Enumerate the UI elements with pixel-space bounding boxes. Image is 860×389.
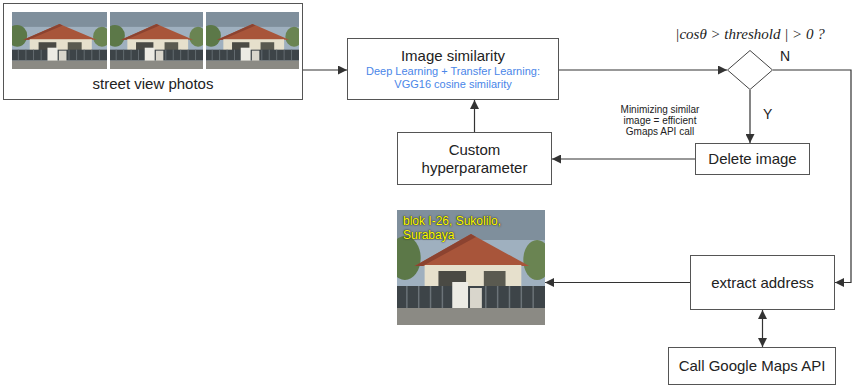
branch-label: N bbox=[779, 48, 791, 64]
diamond-outline bbox=[727, 50, 773, 90]
box-label: street view photos bbox=[93, 75, 214, 93]
input-box: street view photos bbox=[3, 3, 303, 100]
process-box: Delete image bbox=[695, 143, 810, 175]
process-box: Custom hyperparameter bbox=[397, 132, 552, 185]
decision-diamond: |cosθ > threshold | > 0 ? bbox=[727, 50, 773, 90]
street-photo bbox=[105, 12, 207, 69]
condition-text: |cosθ > threshold | > 0 ? bbox=[675, 25, 824, 43]
process-box: Image similarityDeep Learning + Transfer… bbox=[347, 38, 559, 100]
flow-arrow bbox=[773, 70, 851, 283]
street-photo bbox=[201, 12, 303, 69]
flow-arrow bbox=[474, 100, 475, 132]
address-overlay: blok I-26, Sukolilo, Surabaya bbox=[403, 214, 513, 242]
flow-arrow bbox=[545, 282, 690, 283]
box-label: Image similarity bbox=[401, 47, 505, 65]
box-label: extract address bbox=[711, 274, 814, 292]
result-photo bbox=[389, 210, 551, 325]
flow-arrow bbox=[552, 158, 695, 159]
api-box: Call Google Maps API bbox=[668, 347, 836, 385]
flow-arrow bbox=[762, 310, 763, 347]
flow-arrow bbox=[749, 90, 750, 143]
box-label: Delete image bbox=[708, 150, 796, 168]
branch-label: Y bbox=[762, 106, 773, 122]
side-note: Minimizing similar image = efficient Gma… bbox=[612, 104, 708, 137]
flow-arrow bbox=[559, 69, 727, 70]
box-label: Call Google Maps API bbox=[679, 357, 826, 375]
street-photo bbox=[7, 12, 111, 69]
flow-arrow bbox=[303, 69, 347, 70]
box-label: Custom hyperparameter bbox=[404, 141, 545, 177]
process-box: extract address bbox=[690, 255, 835, 310]
result-photo-box: blok I-26, Sukolilo, Surabaya bbox=[397, 210, 545, 325]
method-note: Deep Learning + Transfer Learning: VGG16… bbox=[354, 65, 552, 91]
